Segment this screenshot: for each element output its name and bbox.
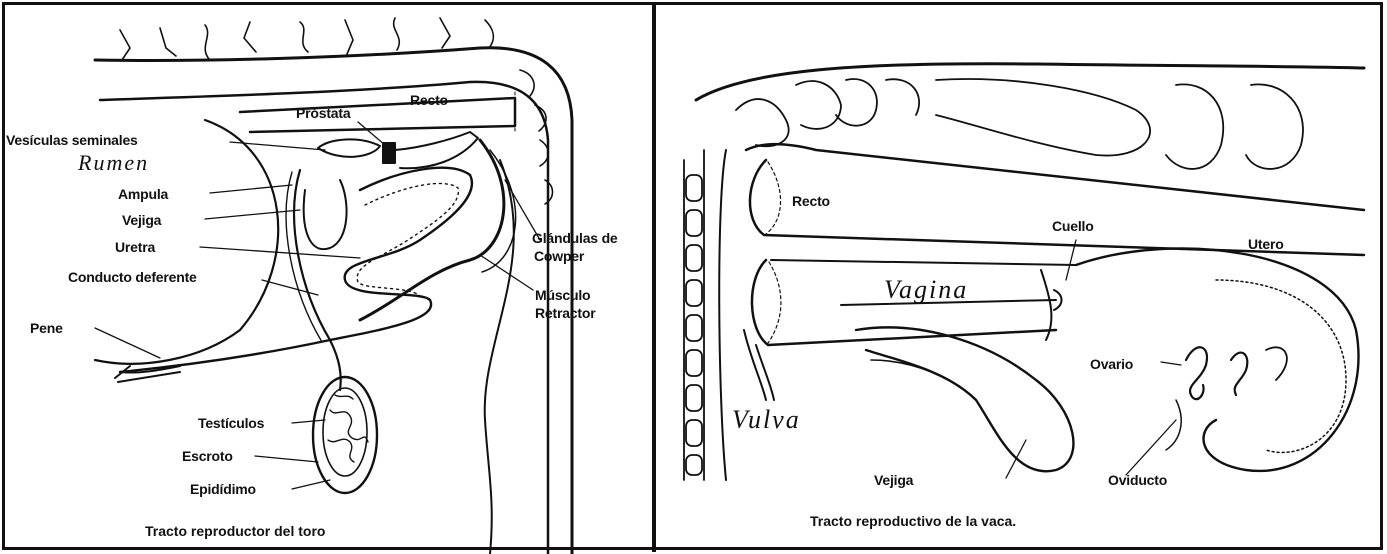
label-vejiga-bull: Vejiga <box>122 212 161 228</box>
bull-bladder <box>304 180 347 249</box>
bull-body-contour <box>485 160 514 554</box>
label-escroto: Escroto <box>182 448 233 464</box>
label-conducto: Conducto deferente <box>68 269 197 285</box>
label-prostata: Próstata <box>296 105 350 121</box>
label-ovario: Ovario <box>1090 356 1133 372</box>
label-epididimo: Epidídimo <box>190 481 256 497</box>
label-glandulas-1: Glándulas de <box>532 230 618 246</box>
prostate <box>383 143 395 163</box>
label-glandulas-2: Cowper <box>534 248 584 264</box>
label-testiculos: Testículos <box>198 415 264 431</box>
cow-spine <box>696 64 1364 210</box>
cow-anatomy-drawing <box>656 0 1387 554</box>
label-utero: Utero <box>1248 236 1284 252</box>
label-vagina: Vagina <box>884 275 968 305</box>
cow-vulva <box>744 330 774 400</box>
label-recto-bull: Recto <box>410 92 448 108</box>
label-musculo-2: Retractor <box>535 305 595 321</box>
ovaries <box>1166 347 1247 450</box>
label-oviducto: Oviducto <box>1108 472 1167 488</box>
label-pene: Pene <box>30 320 63 336</box>
label-rumen: Rumen <box>78 150 149 176</box>
caption-bull: Tracto reproductor del toro <box>145 523 325 539</box>
label-vesiculas: Vesículas seminales <box>6 132 138 148</box>
caption-cow: Tracto reproductivo de la vaca. <box>810 513 1016 529</box>
vas-deferens <box>294 170 341 390</box>
seminal-vesicles <box>318 139 380 156</box>
label-cuello: Cuello <box>1052 218 1094 234</box>
bull-rectum <box>240 98 515 132</box>
bull-leader-lines <box>95 122 540 489</box>
label-musculo-1: Músculo <box>535 287 590 303</box>
label-recto-cow: Recto <box>792 193 830 209</box>
cow-bladder <box>856 327 1073 471</box>
label-ampula: Ampula <box>118 186 168 202</box>
label-vulva: Vulva <box>732 405 801 435</box>
cow-tail-vertebrae <box>684 150 704 480</box>
testicle <box>323 388 367 476</box>
label-uretra: Uretra <box>115 239 155 255</box>
label-vejiga-cow: Vejiga <box>874 472 913 488</box>
